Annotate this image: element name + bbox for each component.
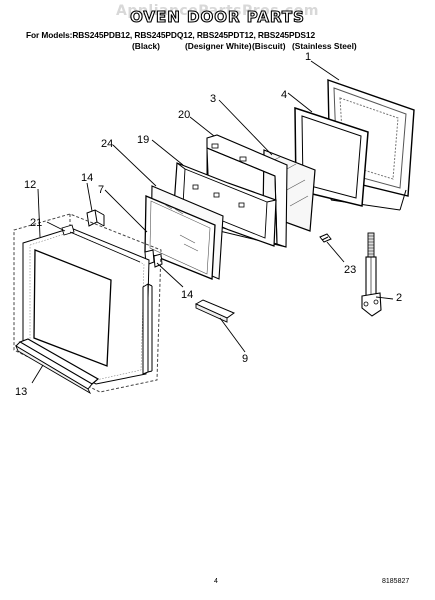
callout-7: 7 — [98, 184, 104, 196]
callout-9: 9 — [242, 353, 248, 365]
part-13-handle-trim — [15, 338, 100, 395]
watermark: AppliancePartsPros.com — [116, 3, 319, 19]
finish-label-biscuit: (Biscuit) — [252, 41, 286, 51]
callout-4: 4 — [281, 89, 287, 101]
door-side-rod — [142, 283, 153, 375]
part-14-upper-clip — [86, 209, 105, 227]
page-number: 4 — [214, 578, 218, 585]
finish-label-black: (Black) — [132, 41, 160, 51]
part-23-clip — [319, 233, 332, 243]
finish-labels: (Black) (Designer White) (Biscuit) (Stai… — [0, 41, 435, 51]
document-number: 8185827 — [382, 578, 410, 585]
callout-labels: 1 2 3 4 7 9 12 13 14 14 19 20 21 23 24 — [15, 51, 402, 398]
part-9-vent-strip — [194, 299, 236, 323]
callout-3: 3 — [210, 93, 216, 105]
callout-20: 20 — [178, 109, 190, 121]
page-title: OVEN DOOR PARTS — [130, 7, 305, 26]
callout-14-lower: 14 — [181, 289, 193, 301]
part-2-hinge — [361, 232, 382, 317]
leader-lines — [31, 60, 394, 384]
callout-2: 2 — [396, 292, 402, 304]
door-window-glass — [33, 249, 112, 367]
finish-label-designer-white: (Designer White) — [185, 41, 252, 51]
finish-label-stainless-steel: (Stainless Steel) — [292, 41, 357, 51]
callout-1: 1 — [305, 51, 311, 63]
callout-13: 13 — [15, 386, 27, 398]
callout-12: 12 — [24, 179, 36, 191]
callout-14-upper: 14 — [81, 172, 93, 184]
part-7-inner-glass — [144, 195, 216, 280]
callout-19: 19 — [137, 134, 149, 146]
callout-24: 24 — [101, 138, 113, 150]
models-line: For Models:RBS245PDB12, RBS245PDQ12, RBS… — [26, 30, 316, 40]
callout-23: 23 — [344, 264, 356, 276]
callout-21: 21 — [30, 217, 42, 229]
